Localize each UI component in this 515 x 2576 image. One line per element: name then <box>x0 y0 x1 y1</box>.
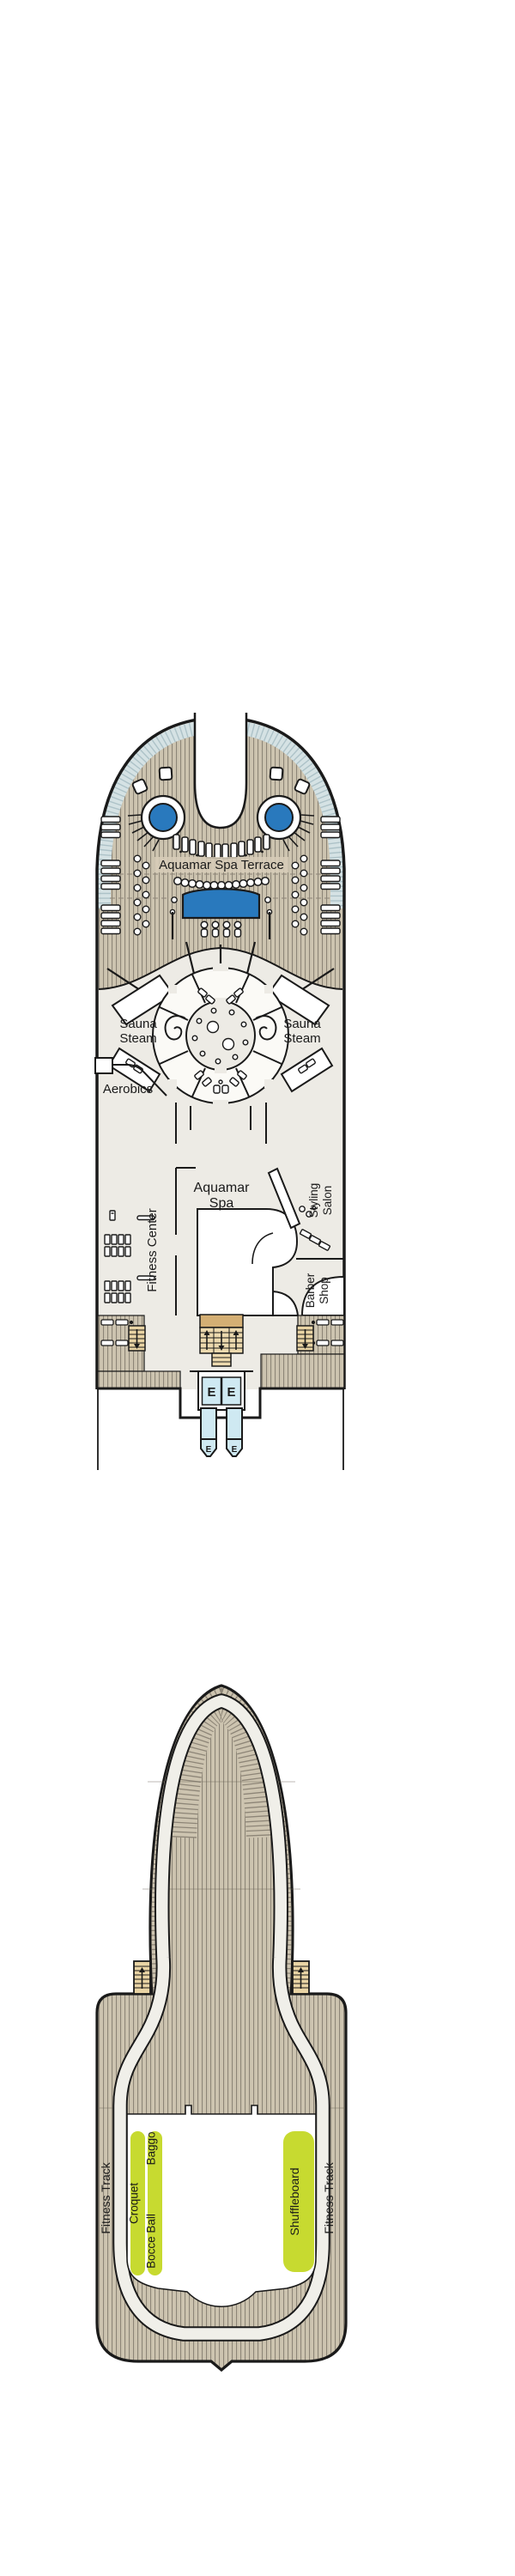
label-aquamar-spa-2: Spa <box>209 1196 234 1211</box>
barber-room <box>300 1275 345 1316</box>
central-stairs <box>199 1314 244 1367</box>
label-sauna-steam-port-2: Steam <box>119 1031 156 1046</box>
label-sauna-steam-port-1: Sauna <box>119 1017 157 1031</box>
salon-furniture <box>299 1206 331 1251</box>
label-styling-salon-2: Salon <box>321 1186 334 1216</box>
pool-bathers <box>200 920 242 938</box>
label-fitness-track-starboard: Fitness Track <box>322 2161 336 2233</box>
label-baggo: Baggo <box>145 2131 158 2165</box>
aft-side-stairs-port <box>128 1325 146 1352</box>
sports-deck-plan: Fitness Track Croquet Bocce Ball Baggo S… <box>95 1684 348 2372</box>
port-door-recess <box>94 1057 113 1074</box>
sports-stairs-port <box>133 1960 151 1995</box>
shuffleboard-court <box>283 2131 314 2272</box>
label-croquet: Croquet <box>128 2183 141 2224</box>
pool-stools <box>173 876 270 890</box>
elevator-right-label: E <box>227 1385 235 1400</box>
hot-tub-port <box>127 766 186 852</box>
label-styling-salon-1: Styling <box>307 1183 320 1218</box>
label-fitness-track-port: Fitness Track <box>99 2161 112 2233</box>
hot-tub-starboard <box>256 766 315 852</box>
label-aerobics: Aerobics <box>103 1082 153 1097</box>
label-aquamar-spa-terrace: Aquamar Spa Terrace <box>159 858 284 872</box>
spa-suite-room <box>197 1208 299 1316</box>
spa-deck-plan: Aquamar Spa Terrace <box>94 713 346 1470</box>
label-barber-shop-1: Barber <box>304 1273 317 1308</box>
forward-elevator-left-label: E <box>206 1445 212 1455</box>
label-shuffleboard: Shuffleboard <box>288 2167 301 2235</box>
forward-elevator-right-label: E <box>232 1445 238 1455</box>
interior-walls <box>99 1064 344 1315</box>
bocce-baggo-court <box>148 2131 162 2275</box>
label-barber-shop-2: Shop <box>318 1277 330 1304</box>
treatment-ring <box>152 963 289 1108</box>
lounger-row <box>173 834 270 860</box>
starboard-side-loungers <box>291 816 341 936</box>
label-bocce-ball: Bocce Ball <box>145 2214 158 2269</box>
label-aquamar-spa-1: Aquamar <box>194 1181 251 1195</box>
elevator-lobby: E E <box>190 1370 253 1411</box>
sports-stairs-starboard <box>292 1960 310 1995</box>
thalassotherapy-pool <box>181 888 261 920</box>
aft-loungers <box>100 1319 344 1346</box>
label-sauna-steam-starboard-2: Steam <box>283 1031 320 1046</box>
salon-corridor <box>267 1167 301 1230</box>
aft-side-stairs-starboard <box>296 1325 314 1352</box>
terrace-label-band <box>154 857 288 872</box>
elevator-left-label: E <box>207 1385 215 1400</box>
label-sauna-steam-starboard-1: Sauna <box>283 1017 321 1031</box>
bow-notch <box>193 713 248 829</box>
croquet-court <box>130 2131 145 2275</box>
fitness-track-loop <box>112 1693 330 2342</box>
forward-elevator-pods: E E <box>200 1407 243 1457</box>
label-fitness-center: Fitness Center <box>145 1208 160 1292</box>
aft-hull-steps <box>97 1387 344 1419</box>
court-zone <box>126 2105 317 2308</box>
gym-equipment <box>104 1210 155 1303</box>
port-side-loungers <box>100 816 150 936</box>
